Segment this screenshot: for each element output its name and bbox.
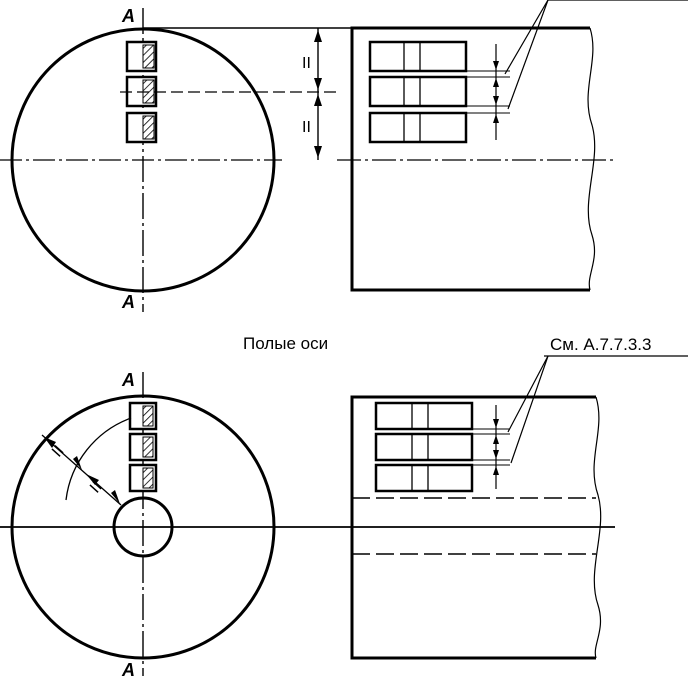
dimension-mark-2: II: [302, 119, 311, 136]
gap-dimensions: [466, 44, 510, 140]
leader-lines: [507, 355, 688, 464]
hollow-axles-caption: Полые оси: [243, 334, 328, 353]
leader-lines: [504, 0, 688, 110]
section-mark-top: A: [121, 370, 135, 390]
section-mark-bottom: A: [121, 660, 135, 680]
solid-axle-side-view: [337, 0, 688, 292]
hollow-axle-figure: A A II II: [0, 335, 688, 680]
transducer-rows: [368, 40, 468, 144]
transducer-stack: [128, 401, 158, 493]
hollow-axle-end-view: A A II II: [0, 370, 282, 680]
break-line: [587, 27, 596, 291]
section-mark-bottom: A: [121, 292, 135, 312]
solid-axle-figure: A A II II: [0, 0, 688, 312]
reference-note: См. А.7.7.3.3: [550, 335, 651, 354]
solid-axle-end-view: A A II II: [0, 6, 480, 312]
dimension-mark-1: II: [302, 55, 311, 72]
transducer-stack: [125, 40, 158, 144]
dimension-chain: II II: [302, 28, 322, 160]
gap-dimensions: [472, 405, 510, 489]
break-line: [593, 396, 602, 659]
transducer-rows: [374, 401, 474, 493]
hollow-axle-side-view: См. А.7.7.3.3: [282, 335, 688, 660]
section-mark-top: A: [121, 6, 135, 26]
dimension-mark-1: II: [49, 443, 68, 461]
